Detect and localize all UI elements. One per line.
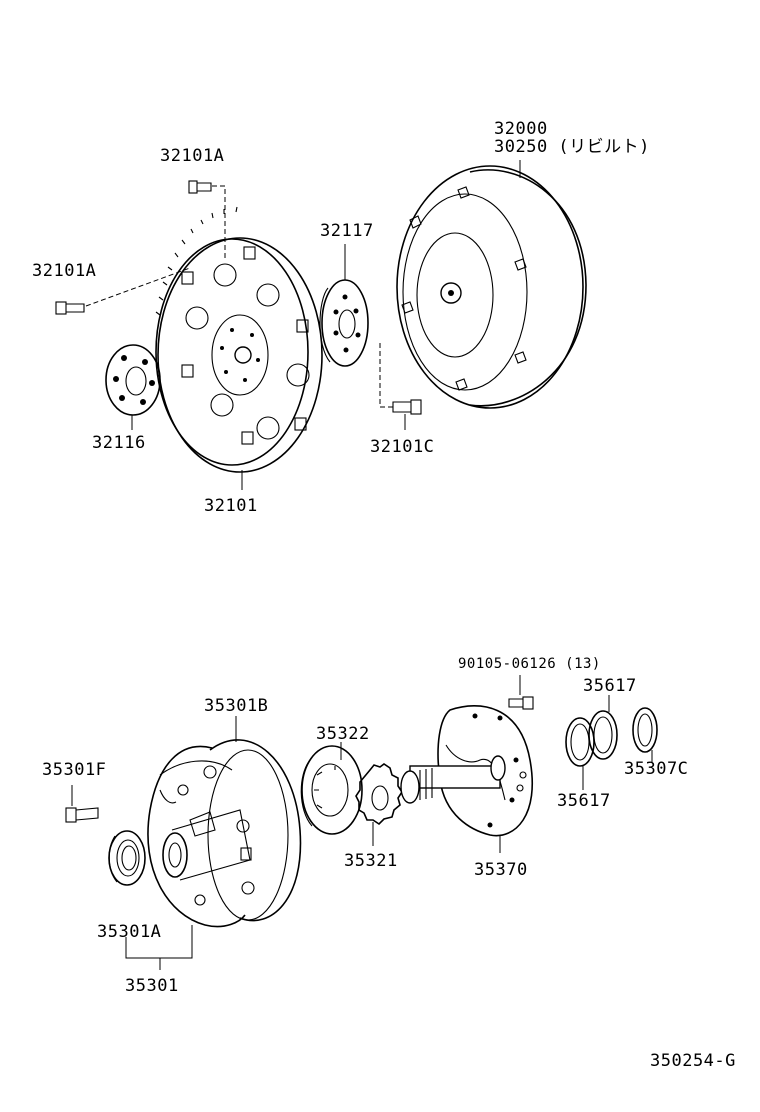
driven-gear-35322[interactable] <box>300 745 363 835</box>
label-35322: 35322 <box>316 724 370 744</box>
oil-pump-body-35301B[interactable] <box>147 739 302 928</box>
bolt-90105-06126[interactable] <box>508 696 534 710</box>
label-32116: 32116 <box>92 433 146 453</box>
label-35301F: 35301F <box>42 760 106 780</box>
bracket-35301 <box>125 925 193 970</box>
plate-32117[interactable] <box>319 279 369 367</box>
label-35617-bot: 35617 <box>557 791 611 811</box>
guide-line-left-bolt <box>85 267 191 307</box>
label-35370: 35370 <box>474 860 528 880</box>
label-35301B: 35301B <box>204 696 268 716</box>
label-32117: 32117 <box>320 221 374 241</box>
label-35301A: 35301A <box>97 922 161 942</box>
bolt-32101A-top[interactable] <box>188 180 212 194</box>
drive-gear-35321[interactable] <box>355 763 403 826</box>
label-35321: 35321 <box>344 851 398 871</box>
label-32101A-top: 32101A <box>160 146 224 166</box>
label-35617-top: 35617 <box>583 676 637 696</box>
bolt-32101C[interactable] <box>392 399 422 415</box>
torque-converter-32000[interactable] <box>396 165 587 409</box>
oil-seal-35301A[interactable] <box>108 830 146 886</box>
label-30250: 30250 (リビルト) <box>494 137 650 157</box>
seal-ring-35307C[interactable] <box>632 707 658 753</box>
bolt-35301F[interactable] <box>65 807 99 823</box>
diagram-code: 350254-G <box>650 1051 736 1071</box>
label-90105-06126: 90105-06126 (13) <box>458 656 601 672</box>
drive-plate-32101[interactable] <box>155 206 323 473</box>
label-35307C: 35307C <box>624 759 688 779</box>
label-35301: 35301 <box>125 976 179 996</box>
guide-line-top-bolt <box>212 185 226 258</box>
label-32101A-left: 32101A <box>32 261 96 281</box>
label-32101C: 32101C <box>370 437 434 457</box>
seal-ring-35617-b[interactable] <box>588 710 618 760</box>
bolt-32101A-left[interactable] <box>55 301 85 315</box>
stator-shaft-35370[interactable] <box>400 705 533 837</box>
spacer-plate-32116[interactable] <box>105 344 161 416</box>
label-32000: 32000 <box>494 119 548 139</box>
label-32101: 32101 <box>204 496 258 516</box>
guide-line-32101C <box>379 340 393 408</box>
